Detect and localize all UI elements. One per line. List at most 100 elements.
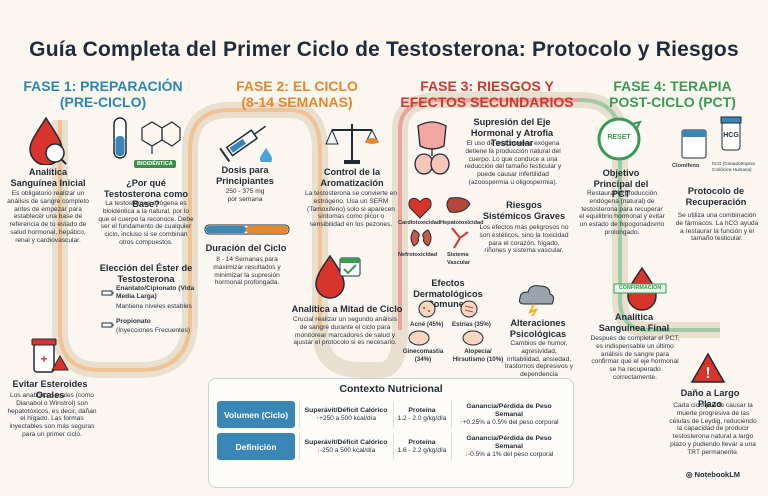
confirmacion-label: CONFIRMACIÓN: [618, 285, 662, 291]
cell-proteina: Proteína 1.2 - 2.0 g/kg/día: [393, 401, 450, 428]
clomifeno-label: Clomifeno: [672, 163, 700, 169]
table-row: Definición Superávit/Déficit Calórico ↓-…: [217, 433, 565, 460]
cell-header: Ganancia/Pérdida de Peso Semanal: [466, 402, 552, 418]
reset-icon: [597, 117, 642, 161]
alopecia-icon: [462, 330, 484, 346]
svg-text:+: +: [40, 352, 47, 366]
supresion-text: El uso de testosterona exógena detiene l…: [464, 140, 562, 186]
phase-2-line2: (8-14 SEMANAS): [241, 94, 353, 110]
derma-acne: Acné (45%): [410, 321, 444, 328]
blood-drop-confirm-icon: [613, 266, 667, 311]
organ-label-vascular: Sistema Vascular: [447, 252, 471, 266]
cell-value: +0.25% a 0.5% del peso corporal: [462, 418, 559, 426]
organ-icons: [408, 197, 471, 249]
derma-ginecomastia: Ginecomastia (34%): [402, 348, 444, 363]
phase-2-line1: FASE 2: EL CICLO: [236, 78, 358, 94]
ester2-heading: Propionato: [116, 318, 151, 325]
riesgos-text: Los efectos más peligrosos no son estéti…: [479, 224, 569, 255]
duracion-text: 8 - 14 Semanas para maximizar resultados…: [213, 256, 281, 287]
bioidentica-tag: BIOIDÉNTICA: [134, 152, 176, 170]
organ-label-nefro: Nefrotoxicidad: [398, 252, 438, 258]
cell-calorias: Superávit/Déficit Calórico ↓-250 a 500 k…: [299, 433, 392, 460]
syringe-icon-small-2: [101, 322, 114, 328]
phase-3-header: FASE 3: RIESGOS Y EFECTOS SECUNDARIOS: [398, 78, 576, 110]
brand-label: NotebookLM: [694, 470, 741, 479]
analitica-inicial-text: Es obligatorio realizar un análisis de s…: [7, 190, 89, 244]
row-label-volumen: Volumen (Ciclo): [217, 401, 295, 428]
blood-drop-icon: [29, 116, 67, 165]
evitar-orales-heading: Evitar Esteroides Orales: [12, 379, 88, 400]
syringe-icon: [219, 125, 272, 162]
syringe-icon-small-1: [101, 290, 114, 296]
objetivo-pct-heading: Objetivo Principal del PCT: [593, 168, 649, 199]
derma-alopecia: Alopecia/ Hirsutismo (10%): [452, 348, 504, 363]
cell-header: Proteína: [408, 438, 436, 446]
storm-cloud-head-icon: [519, 285, 555, 316]
dosis-heading: Dosis para Principiantes: [216, 165, 274, 186]
objetivo-pct-text: Restaurar la producción endógena (natura…: [579, 190, 665, 236]
nutrition-title: Contexto Nutricional: [339, 383, 443, 395]
arrow-down-icon: ↓: [316, 446, 320, 454]
evitar-orales-text: Los anabólicos orales (como Dianabol o W…: [7, 392, 97, 438]
cell-peso: Ganancia/Pérdida de Peso Semanal ↑+0.25%…: [451, 401, 566, 428]
nutrition-panel: Contexto Nutricional Volumen (Ciclo) Sup…: [208, 378, 574, 488]
phase-1-header: FASE 1: PREPARACIÓN (PRE-CICLO): [18, 78, 188, 110]
phase-1-line1: FASE 1: PREPARACIÓN: [23, 78, 183, 94]
pill-bottle-warning-icon: +: [31, 338, 69, 373]
cell-value: -250 a 500 kcal/día: [319, 446, 376, 454]
clomifeno-box-icon: [681, 129, 707, 159]
ester1-text: Mantiene niveles estables: [116, 303, 192, 310]
warning-triangle-icon: !: [690, 352, 726, 383]
cell-value: 1.2 - 2.0 g/kg/día: [397, 414, 447, 422]
ester2-text: (Inyecciones Frecuentes): [116, 327, 191, 334]
organ-label-hepato: Hepatotoxicidad: [440, 220, 484, 226]
hcg-label: HCG: [723, 132, 739, 139]
dosis-amount: 250 - 375 mg: [225, 188, 265, 195]
analitica-final-heading: Analítica Sanguínea Final: [598, 312, 670, 333]
phase-4-line2: POST-CICLO (PCT): [609, 94, 736, 110]
phase-2-header: FASE 2: EL CICLO (8-14 SEMANAS): [222, 78, 372, 110]
blood-drop-calendar-icon: [315, 254, 361, 299]
phase-3-line2: EFECTOS SECUNDARIOS: [400, 94, 574, 110]
supresion-heading: Supresión del Eje Hormonal y Atrofia Tes…: [470, 117, 554, 148]
row-label-definicion: Definición: [217, 433, 295, 460]
mitad-ciclo-text: Crucial realizar un segundo análisis de …: [292, 316, 398, 347]
protocolo-text: Se utiliza una combinación de fármacos. …: [675, 212, 759, 243]
notebooklm-icon: ◎: [686, 470, 695, 479]
aromatizacion-text: La testosterona se convierte en estrógen…: [304, 190, 397, 229]
analitica-final-text: Después de completar el PCT, es indispen…: [590, 335, 680, 381]
psico-heading: Alteraciones Psicológicas: [509, 318, 567, 339]
ester1-heading: Enantato/Cipionato (Vida Media Larga): [116, 285, 195, 300]
aromatizacion-heading: Control de la Aromatización: [320, 167, 384, 188]
cell-value: -0.5% a 1% del peso corporal: [467, 450, 554, 458]
phase-4-line1: FASE 4: TERAPIA: [613, 78, 732, 94]
svg-text:!: !: [705, 365, 710, 382]
derma-heading: Efectos Dermatológicos Comunes: [413, 278, 483, 309]
arrow-down-icon: ↓: [464, 450, 468, 458]
cell-header: Ganancia/Pérdida de Peso Semanal: [466, 434, 552, 450]
dosis-period: por semana: [227, 196, 263, 203]
cell-header: Superávit/Déficit Calórico: [304, 438, 388, 446]
dano-text: Cada ciclo puede causar la muerte progre…: [669, 402, 757, 456]
cell-value: +250 a 500 kcal/día: [319, 414, 377, 422]
reset-label: RESET: [607, 134, 631, 141]
cell-value: 1.6 - 2.2 g/kg/día: [397, 446, 447, 454]
stretch-marks-icon: [460, 300, 478, 318]
analitica-inicial-heading: Analítica Sanguínea Inicial: [10, 167, 86, 188]
hcg-text: hCG (Gonadotropina Coriónica Humana): [712, 161, 755, 172]
ester-heading: Elección del Éster de Testosterona: [99, 263, 193, 284]
mitad-ciclo-heading: Analítica a Mitad de Ciclo: [291, 304, 403, 314]
brand-watermark: ◎ NotebookLM: [686, 470, 740, 479]
riesgos-heading: Riesgos Sistémicos Graves: [482, 200, 566, 221]
scale-balance-icon: [325, 124, 379, 164]
cell-header: Proteína: [408, 406, 436, 414]
dano-heading: Daño a Largo Plazo: [680, 388, 740, 409]
cell-calorias: Superávit/Déficit Calórico ↑+250 a 500 k…: [299, 401, 392, 428]
porque-heading: ¿Por qué Testosterona como Base?: [103, 178, 189, 209]
bioidentica-label: BIOIDÉNTICA: [134, 160, 176, 168]
phase-4-header: FASE 4: TERAPIA POST-CICLO (PCT): [590, 78, 755, 110]
test-tube-molecule-icon: [113, 117, 181, 159]
page-title: Guía Completa del Primer Ciclo de Testos…: [29, 38, 739, 61]
duracion-heading: Duración del Ciclo: [205, 243, 287, 253]
acne-face-icon: [418, 300, 436, 318]
